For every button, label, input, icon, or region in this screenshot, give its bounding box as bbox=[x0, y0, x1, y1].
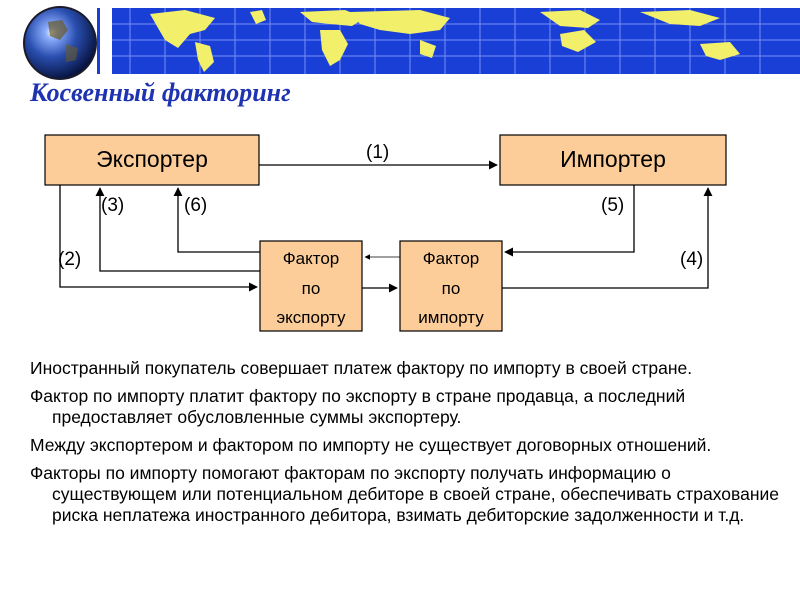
step-label-5: (5) bbox=[601, 195, 624, 216]
import-factor-line2: по bbox=[442, 279, 461, 298]
arrow-6-export-factor-to-exporter bbox=[173, 187, 260, 253]
import-factor-box: Фактор по импорту bbox=[399, 240, 503, 332]
exporter-box: Экспортер bbox=[44, 134, 260, 186]
import-factor-line1: Фактор bbox=[423, 249, 480, 268]
step-label-2: (2) bbox=[58, 249, 81, 270]
arrow-3-export-factor-to-exporter bbox=[95, 187, 260, 272]
export-factor-line3: экспорту bbox=[276, 308, 346, 327]
importer-label: Импортер bbox=[560, 146, 666, 172]
export-factor-line2: по bbox=[302, 279, 321, 298]
import-factor-line3: импорту bbox=[418, 308, 484, 327]
export-factor-box: Фактор по экспорту bbox=[259, 240, 363, 332]
factoring-flow-diagram: Экспортер Импортер Фактор по экспорту Фа… bbox=[44, 134, 727, 332]
paragraph: Факторы по импорту помогают факторам по … bbox=[30, 463, 780, 525]
world-map-banner bbox=[0, 0, 800, 82]
arrow-2-exporter-to-export-factor bbox=[59, 185, 258, 292]
step-label-3: (3) bbox=[101, 195, 124, 216]
step-label-1: (1) bbox=[366, 142, 389, 163]
export-factor-line1: Фактор bbox=[283, 249, 340, 268]
step-label-6: (6) bbox=[184, 195, 207, 216]
exporter-label: Экспортер bbox=[96, 146, 208, 172]
slide-title: Косвенный факторинг bbox=[30, 78, 291, 107]
paragraph: Фактор по импорту платит фактору по эксп… bbox=[30, 386, 686, 427]
explanation-text: Иностранный покупатель совершает платеж … bbox=[30, 358, 780, 533]
step-label-4: (4) bbox=[680, 249, 703, 270]
paragraph: Между экспортером и фактором по импорту … bbox=[30, 435, 712, 455]
paragraph: Иностранный покупатель совершает платеж … bbox=[30, 358, 693, 378]
importer-box: Импортер bbox=[499, 134, 727, 186]
arrow-4-import-factor-to-importer bbox=[502, 187, 713, 289]
arrow-5-importer-to-import-factor bbox=[504, 185, 635, 257]
